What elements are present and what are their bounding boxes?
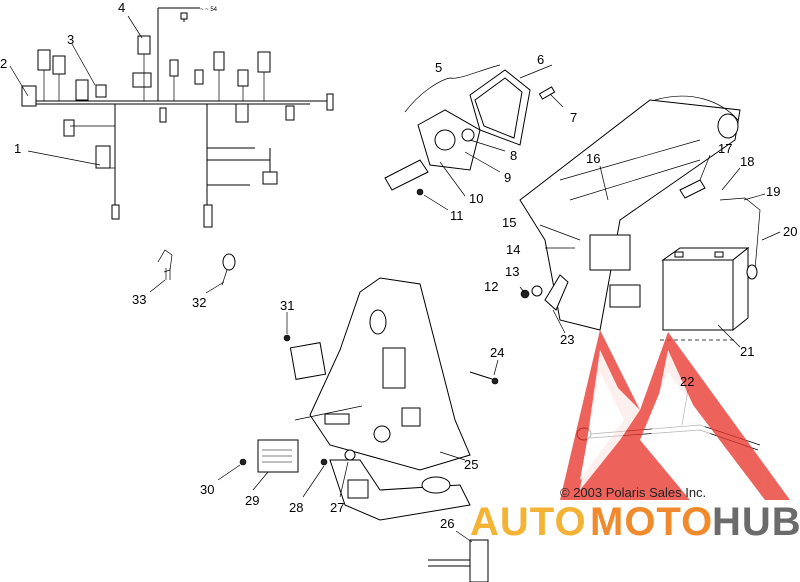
watermark-hub: HUB xyxy=(712,500,800,544)
callout-21: 21 xyxy=(740,344,754,359)
svg-text:~ ~ 54: ~ ~ 54 xyxy=(200,7,218,13)
callout-3: 3 xyxy=(67,32,74,47)
callout-30: 30 xyxy=(200,482,214,497)
callout-16: 16 xyxy=(586,151,600,166)
callout-22: 22 xyxy=(680,374,694,389)
callout-12: 12 xyxy=(484,279,498,294)
callout-labels: 4 3 2 1 5 6 7 8 9 10 11 12 13 14 15 16 1… xyxy=(0,0,797,531)
watermark-auto: AUTO xyxy=(470,500,587,544)
callout-8: 8 xyxy=(510,148,517,163)
callout-7: 7 xyxy=(570,110,577,125)
small-clips xyxy=(149,249,236,294)
callout-26: 26 xyxy=(440,516,454,531)
watermark-triangle xyxy=(560,330,790,500)
callout-29: 29 xyxy=(245,493,259,508)
callout-25: 25 xyxy=(464,457,478,472)
callout-20: 20 xyxy=(783,224,797,239)
callout-5: 5 xyxy=(435,60,442,75)
callout-2: 2 xyxy=(0,56,7,71)
callout-18: 18 xyxy=(740,154,754,169)
callout-32: 32 xyxy=(192,295,206,310)
callout-6: 6 xyxy=(537,52,544,67)
callout-11: 11 xyxy=(450,208,464,223)
callout-13: 13 xyxy=(505,264,519,279)
callout-24: 24 xyxy=(490,345,504,360)
leader-lines-harness xyxy=(9,15,143,166)
callout-17: 17 xyxy=(718,141,732,156)
callout-14: 14 xyxy=(506,242,520,257)
side-panel-assembly xyxy=(217,277,499,521)
callout-4: 4 xyxy=(118,0,125,15)
wiring-harness: ~ ~ 54 xyxy=(21,7,334,228)
connector-26 xyxy=(428,530,489,582)
callout-33: 33 xyxy=(132,292,146,307)
callout-1: 1 xyxy=(14,141,21,156)
frame-battery-assembly xyxy=(519,95,781,348)
watermark-logo xyxy=(560,330,790,500)
callout-23: 23 xyxy=(560,332,574,347)
tail-light-assembly xyxy=(384,64,564,211)
callout-15: 15 xyxy=(502,215,516,230)
callout-28: 28 xyxy=(289,500,303,515)
callout-19: 19 xyxy=(766,184,780,199)
callout-9: 9 xyxy=(504,170,511,185)
watermark-moto: MOTO xyxy=(590,500,713,544)
callout-31: 31 xyxy=(280,298,294,313)
callout-10: 10 xyxy=(469,191,483,206)
watermark-text: AUTO MOTO HUB xyxy=(470,500,800,544)
callout-27: 27 xyxy=(330,500,344,515)
copyright-text: © 2003 Polaris Sales Inc. xyxy=(560,485,706,500)
